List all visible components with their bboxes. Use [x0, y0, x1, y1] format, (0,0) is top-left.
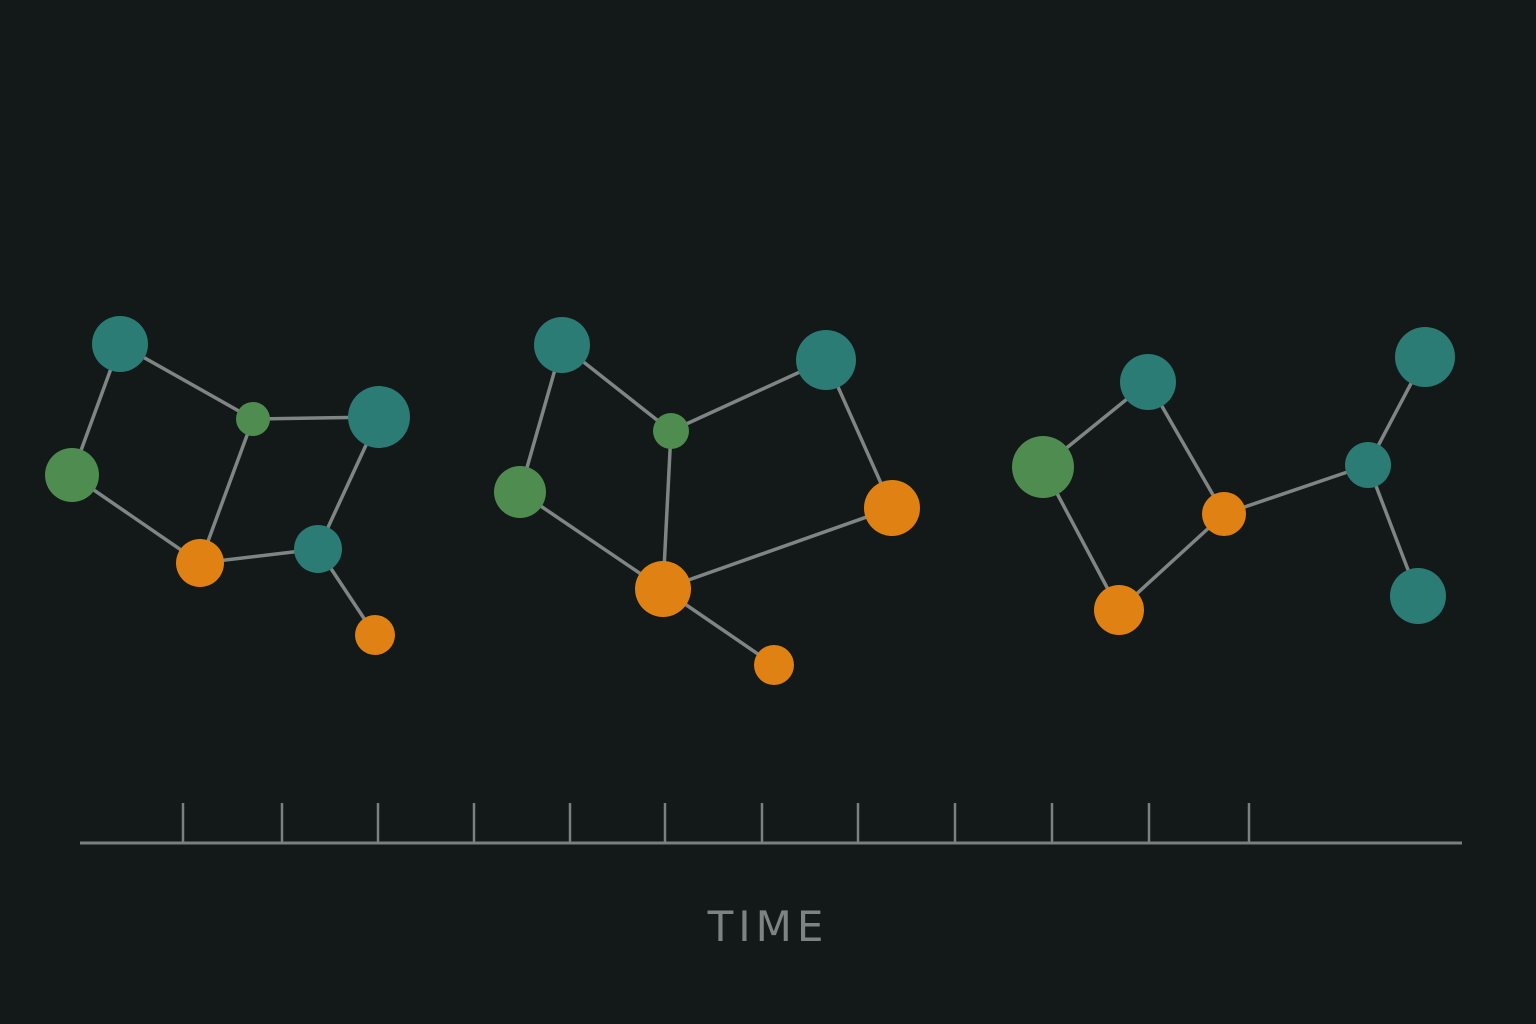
edge-f-e [661, 506, 894, 591]
time-axis-ticks [181, 803, 1251, 843]
node-orange-g [754, 645, 794, 685]
node-orange-e [864, 480, 920, 536]
node-teal-b [1120, 354, 1176, 410]
node-teal-e [1345, 442, 1391, 488]
edge-c-e [198, 417, 255, 565]
edge-c-e [1222, 463, 1370, 516]
node-teal-f [1395, 327, 1455, 387]
network-graph-3 [1012, 327, 1455, 635]
time-axis [80, 803, 1462, 845]
node-teal-f [294, 525, 342, 573]
network-graph-1 [45, 316, 410, 655]
node-green-b [494, 466, 546, 518]
node-green-a [1012, 436, 1074, 498]
node-green-c [653, 413, 689, 449]
network-graph-2 [494, 317, 920, 685]
node-orange-e [176, 539, 224, 587]
node-orange-c [1202, 492, 1246, 536]
node-teal-g [1390, 568, 1446, 624]
node-teal-a [534, 317, 590, 373]
node-orange-d [1094, 585, 1144, 635]
node-green-b [45, 448, 99, 502]
node-orange-f [635, 561, 691, 617]
node-teal-d [348, 386, 410, 448]
time-axis-label: TIME [707, 902, 829, 951]
node-orange-g [355, 615, 395, 655]
node-teal-a [92, 316, 148, 372]
node-green-c [236, 402, 270, 436]
node-teal-d [796, 330, 856, 390]
edge-b-f [518, 490, 665, 591]
network-snapshots [45, 316, 1455, 685]
